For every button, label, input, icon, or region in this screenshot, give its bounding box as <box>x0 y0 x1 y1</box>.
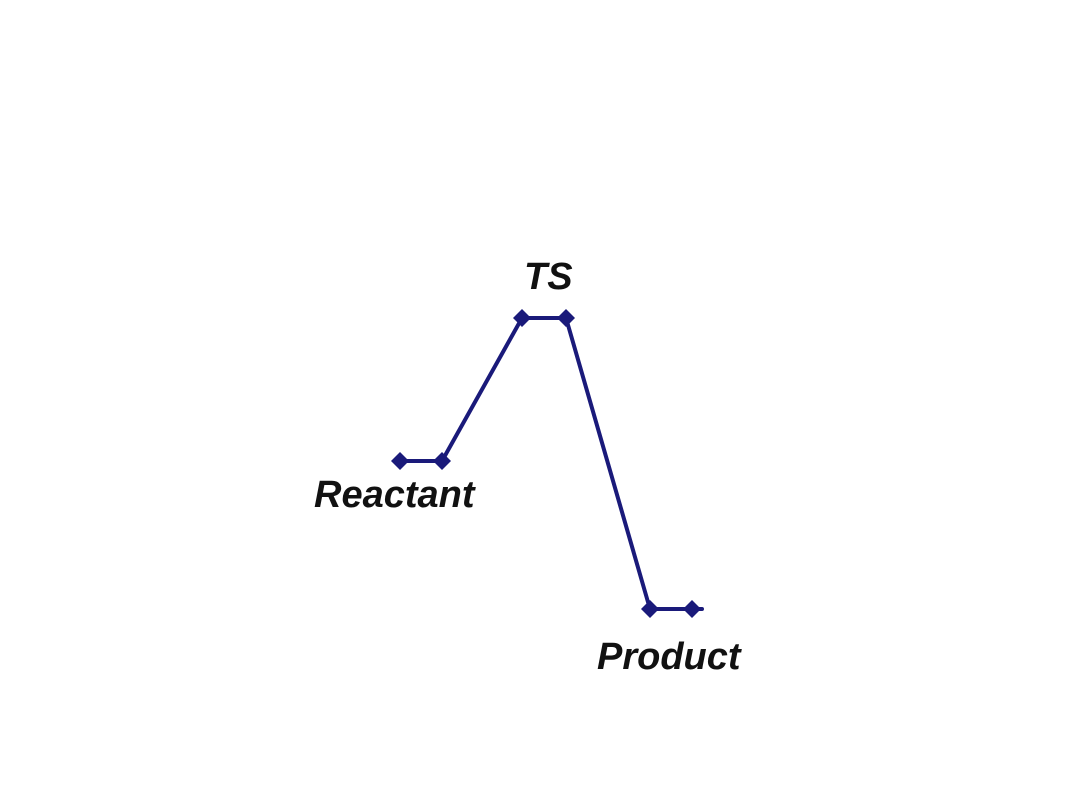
reactant-left-marker <box>391 452 409 470</box>
product-left-marker <box>641 600 659 618</box>
ts-right-marker <box>557 309 575 327</box>
product-right-marker <box>683 600 701 618</box>
state-labels: TS Reactant Product <box>314 256 742 678</box>
reactant-label: Reactant <box>314 474 476 516</box>
state-markers <box>391 309 701 618</box>
product-label: Product <box>597 636 742 678</box>
ts-label: TS <box>524 256 573 298</box>
ts-left-marker <box>513 309 531 327</box>
reactant-right-marker <box>433 452 451 470</box>
